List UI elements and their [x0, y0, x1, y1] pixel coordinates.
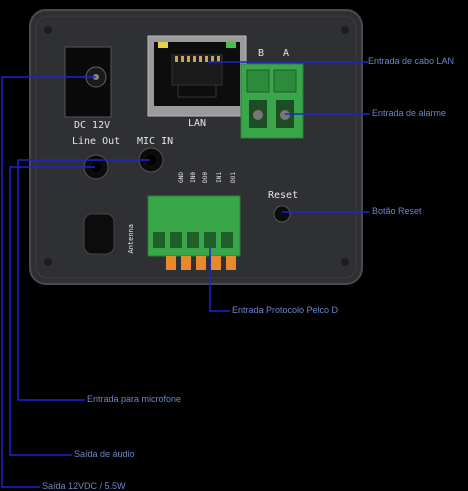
callout-lan: Entrada de cabo LAN	[368, 56, 455, 66]
reset-button	[273, 205, 291, 223]
screw-icon	[341, 258, 349, 266]
callout-pelco: Entrada Protocolo Pelco D	[232, 305, 339, 315]
antenna-port	[83, 213, 115, 255]
antenna-label: Antenna	[127, 224, 135, 254]
pin-label-in0: IN0	[190, 172, 197, 183]
terminal-b-label: B	[258, 48, 265, 59]
screw-icon	[44, 26, 52, 34]
mic-in-label: MIC IN	[137, 136, 174, 147]
callout-alarm: Entrada de alarme	[372, 108, 447, 118]
callout-mic: Entrada para microfone	[87, 394, 182, 404]
dc-label: DC 12V	[74, 120, 111, 131]
screw-icon	[341, 26, 349, 34]
reset-label: Reset	[268, 190, 299, 201]
line-out-label: Line Out	[72, 136, 121, 147]
terminal-pins	[166, 256, 236, 270]
terminal-a-label: A	[283, 48, 290, 59]
callout-reset: Botão Reset	[372, 206, 422, 216]
callout-audio: Saída de áudio	[74, 449, 135, 459]
pin-label-in1: IN1	[216, 172, 223, 183]
lan-label: LAN	[188, 118, 207, 129]
pin-label-do0: DO0	[202, 172, 209, 183]
pin-label-do1: DO1	[230, 172, 237, 183]
callout-power: Saída 12VDC / 5.5W	[42, 481, 126, 491]
screw-icon	[44, 258, 52, 266]
pin-label-gnd: GND	[178, 172, 185, 183]
